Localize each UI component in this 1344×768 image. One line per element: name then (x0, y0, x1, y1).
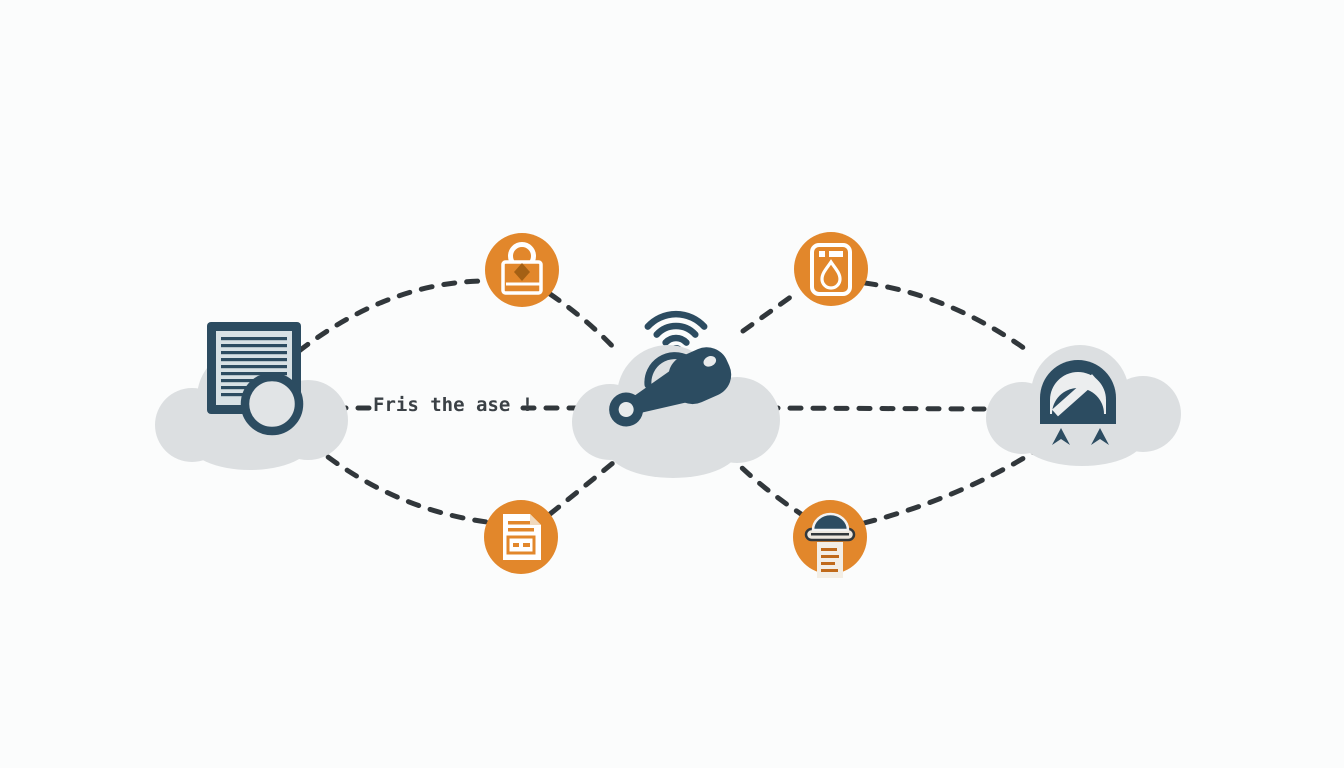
document-scan-icon (207, 322, 304, 436)
appliance-droplet-icon (810, 243, 852, 296)
document-file-icon (503, 514, 541, 560)
connector-centercloud-to-rightcloud (764, 405, 987, 412)
smart-key-icon (609, 347, 732, 427)
document-file-node (484, 500, 558, 574)
gauge-arrow-left (1052, 428, 1070, 445)
gauge-needle (1052, 374, 1098, 417)
printer-dome (811, 512, 850, 532)
scan-lens-icon (240, 372, 304, 436)
connector-padlock-to-centercloud (547, 291, 619, 353)
gauge-icon (1040, 360, 1116, 445)
receipt-printer-node (793, 500, 867, 578)
receipt-paper (817, 542, 843, 578)
connector-printer-to-rightcloud (861, 449, 1037, 526)
connector-leftcloud-to-padlock (296, 278, 490, 354)
connector-leftcloud-to-docfile (307, 440, 490, 525)
receipt-printer-icon (804, 512, 856, 578)
left-cloud (155, 322, 348, 470)
connector-docfile-to-centercloud (547, 450, 628, 517)
connector-appliance-to-rightcloud (862, 280, 1031, 354)
center-cloud (572, 310, 780, 478)
connection-label: Fris the ase ! (373, 394, 534, 416)
appliance-node (794, 232, 868, 306)
padlock-icon (501, 242, 543, 295)
wifi-icon (644, 310, 708, 346)
connector-centercloud-to-appliance (740, 288, 802, 334)
gauge-arrow-right (1091, 428, 1109, 445)
padlock-node (485, 233, 559, 307)
right-cloud (986, 345, 1181, 466)
